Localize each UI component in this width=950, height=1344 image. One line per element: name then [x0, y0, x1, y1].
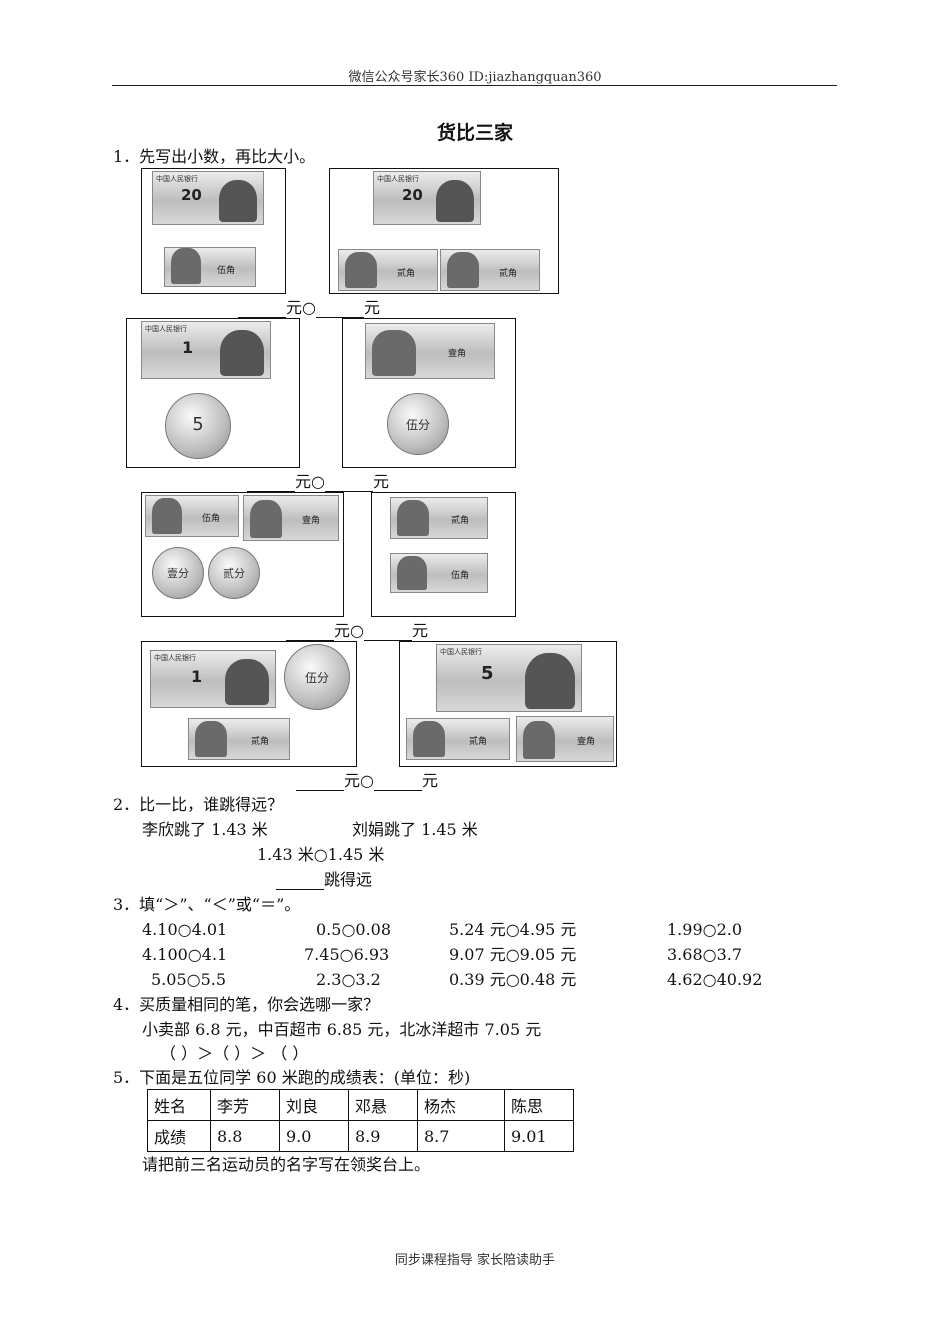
coin-5-fen: 伍分	[284, 644, 350, 710]
page-title: 货比三家	[436, 122, 513, 144]
q1-row2-left-box: 中国人民银行 1 5	[126, 318, 300, 468]
q1-row1-left-box: 中国人民银行 20 伍角	[141, 168, 286, 294]
q1-row3-right-box: 贰角 伍角	[371, 492, 516, 617]
table-cell: 李芳	[210, 1089, 280, 1121]
table-cell: 邓悬	[348, 1089, 418, 1121]
q1-row1-right-box: 中国人民银行 20 贰角 贰角	[329, 168, 559, 294]
table-cell: 8.7	[417, 1120, 505, 1152]
q2-compare: 1.43 米○1.45 米	[257, 845, 385, 864]
q1-row4-left-box: 中国人民银行 1 伍分 贰角	[141, 641, 357, 767]
q3-item: 4.62○40.92	[667, 970, 763, 989]
note-2-jiao: 贰角	[188, 718, 290, 760]
page-footer: 同步课程指导 家长陪读助手	[394, 1253, 556, 1268]
q3-item: 3.68○3.7	[667, 945, 743, 964]
table-cell: 刘良	[279, 1089, 349, 1121]
q1-row4-right-box: 中国人民银行 5 贰角 壹角	[399, 641, 617, 767]
q1-prompt: 1．先写出小数，再比大小。	[113, 147, 316, 166]
q3-item: 5.24 元○4.95 元	[449, 920, 577, 939]
q4-line: 小卖部 6.8 元，中百超市 6.85 元，北冰洋超市 7.05 元	[142, 1020, 542, 1039]
note-2-jiao: 贰角	[390, 497, 488, 539]
note-1-jiao: 壹角	[516, 716, 614, 762]
q1-row4-compare: 元○元	[296, 771, 438, 791]
q4-prompt: 4．买质量相同的笔，你会选哪一家？	[113, 995, 380, 1014]
q1-row3-left-box: 伍角 壹角 壹分 贰分	[141, 492, 344, 617]
q2-line1a: 李欣跳了 1.43 米	[142, 820, 268, 839]
table-cell: 姓名	[147, 1089, 211, 1121]
coin-2-fen: 贰分	[208, 547, 260, 599]
q4-answer: （ ）＞（ ）＞ （ ）	[160, 1044, 309, 1063]
table-cell: 8.8	[210, 1120, 280, 1152]
coin-5-fen: 伍分	[387, 393, 449, 455]
table-row: 成绩 8.8 9.0 8.9 8.7 9.01	[147, 1120, 574, 1152]
table-cell: 陈思	[504, 1089, 574, 1121]
table-cell: 成绩	[147, 1120, 211, 1152]
q1-row3-compare: 元○元	[286, 621, 428, 641]
note-1-jiao: 壹角	[243, 495, 339, 541]
q3-item: 4.100○4.1	[142, 945, 228, 964]
answer-blank[interactable]	[286, 624, 334, 641]
answer-blank[interactable]	[238, 301, 286, 318]
q2-answer-line: 跳得远	[276, 870, 372, 890]
answer-blank[interactable]	[247, 475, 295, 492]
table-cell: 9.01	[504, 1120, 574, 1152]
q1-row2-right-box: 壹角 伍分	[342, 318, 516, 468]
header-rule	[112, 85, 837, 86]
q3-item: 0.5○0.08	[316, 920, 392, 939]
compare-circle[interactable]: ○	[360, 771, 374, 790]
answer-blank[interactable]	[324, 475, 373, 492]
q3-item: 4.10○4.01	[142, 920, 228, 939]
compare-circle[interactable]: ○	[302, 298, 316, 317]
q1-row1-compare: 元○元	[238, 298, 380, 318]
q3-item: 9.07 元○9.05 元	[449, 945, 577, 964]
note-5-jiao: 伍角	[164, 247, 256, 287]
table-cell: 杨杰	[417, 1089, 505, 1121]
answer-blank[interactable]	[373, 774, 422, 791]
answer-blank[interactable]	[315, 301, 364, 318]
compare-circle[interactable]: ○	[350, 621, 364, 640]
note-5-jiao: 伍角	[390, 553, 488, 593]
q1-row2-compare: 元○元	[247, 472, 389, 492]
q3-item: 5.05○5.5	[151, 970, 227, 989]
q2-prompt: 2．比一比，谁跳得远？	[113, 795, 284, 814]
coin-5-jiao: 5	[165, 393, 231, 459]
q5-note: 请把前三名运动员的名字写在领奖台上。	[142, 1155, 431, 1174]
q2-line1b: 刘娟跳了 1.45 米	[352, 820, 478, 839]
note-1-jiao: 壹角	[365, 323, 495, 379]
table-row: 姓名 李芳 刘良 邓悬 杨杰 陈思	[147, 1089, 574, 1121]
note-2-jiao: 贰角	[338, 249, 438, 291]
answer-blank[interactable]	[296, 774, 344, 791]
answer-blank[interactable]	[276, 873, 324, 890]
page-header: 微信公众号家长360 ID:jiazhangquan360	[348, 70, 602, 85]
note-1-yuan: 中国人民银行 1	[150, 650, 276, 708]
note-20-yuan: 中国人民银行 20	[373, 171, 481, 225]
answer-blank[interactable]	[363, 624, 412, 641]
table-cell: 8.9	[348, 1120, 418, 1152]
q3-item: 0.39 元○0.48 元	[449, 970, 577, 989]
q3-prompt: 3．填“＞”、“＜”或“＝”。	[113, 895, 301, 914]
q3-item: 1.99○2.0	[667, 920, 743, 939]
compare-circle[interactable]: ○	[311, 472, 325, 491]
note-5-yuan: 中国人民银行 5	[436, 644, 582, 712]
note-2-jiao: 贰角	[406, 718, 510, 760]
q3-item: 2.3○3.2	[316, 970, 381, 989]
q5-prompt: 5．下面是五位同学 60 米跑的成绩表：(单位：秒)	[113, 1068, 471, 1087]
note-20-yuan: 中国人民银行 20	[152, 171, 264, 225]
score-table: 姓名 李芳 刘良 邓悬 杨杰 陈思 成绩 8.8 9.0 8.9 8.7 9.0…	[147, 1089, 574, 1152]
q3-item: 7.45○6.93	[304, 945, 390, 964]
table-cell: 9.0	[279, 1120, 349, 1152]
note-1-yuan: 中国人民银行 1	[141, 321, 271, 379]
note-2-jiao: 贰角	[440, 249, 540, 291]
note-5-jiao: 伍角	[145, 495, 239, 537]
coin-1-fen: 壹分	[152, 547, 204, 599]
